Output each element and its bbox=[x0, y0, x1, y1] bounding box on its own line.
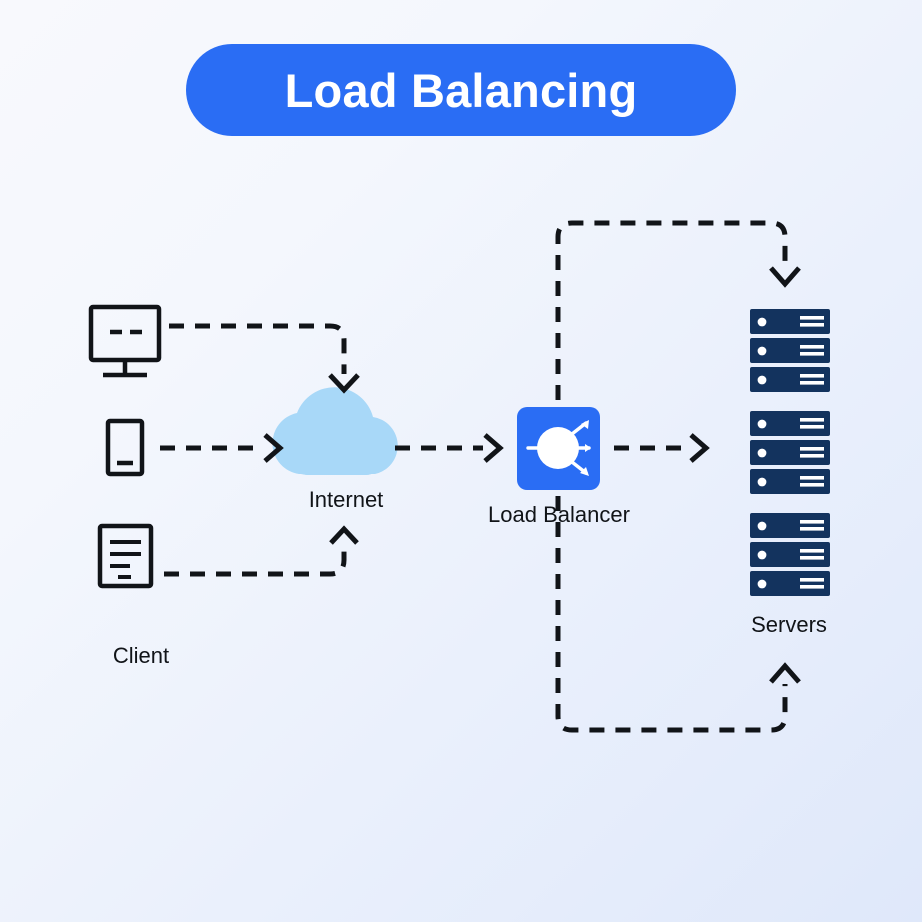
cloud-icon bbox=[272, 387, 398, 475]
document-icon bbox=[97, 523, 154, 589]
server-rack-icon bbox=[750, 309, 830, 596]
monitor-to-internet-connector bbox=[169, 323, 360, 394]
server-group bbox=[750, 411, 830, 494]
server-unit bbox=[750, 411, 830, 436]
internet-to-load-balancer-connector bbox=[395, 433, 504, 463]
load-balancer-label: Load Balancer bbox=[488, 502, 630, 527]
server-group bbox=[750, 513, 830, 596]
load-balancer-icon bbox=[517, 407, 600, 490]
page-title: Load Balancing bbox=[284, 63, 638, 117]
server-unit bbox=[750, 309, 830, 334]
server-unit bbox=[750, 469, 830, 494]
internet-label: Internet bbox=[308, 487, 384, 512]
load-balancer-bottom-loop-connector bbox=[555, 496, 801, 733]
servers-label: Servers bbox=[751, 612, 827, 637]
diagram-title-pill: Load Balancing bbox=[186, 44, 736, 136]
server-unit bbox=[750, 338, 830, 363]
server-unit bbox=[750, 367, 830, 392]
phone-to-internet-connector bbox=[160, 433, 284, 463]
document-to-internet-connector bbox=[164, 525, 359, 577]
mobile-phone-icon bbox=[105, 418, 145, 477]
server-unit bbox=[750, 571, 830, 596]
server-unit bbox=[750, 542, 830, 567]
server-group bbox=[750, 309, 830, 392]
load-balancer-top-loop-connector bbox=[555, 220, 801, 400]
load-balancer-to-servers-connector bbox=[614, 433, 710, 463]
server-unit bbox=[750, 513, 830, 538]
desktop-monitor-icon bbox=[88, 304, 162, 378]
server-unit bbox=[750, 440, 830, 465]
client-label: Client bbox=[112, 643, 170, 668]
